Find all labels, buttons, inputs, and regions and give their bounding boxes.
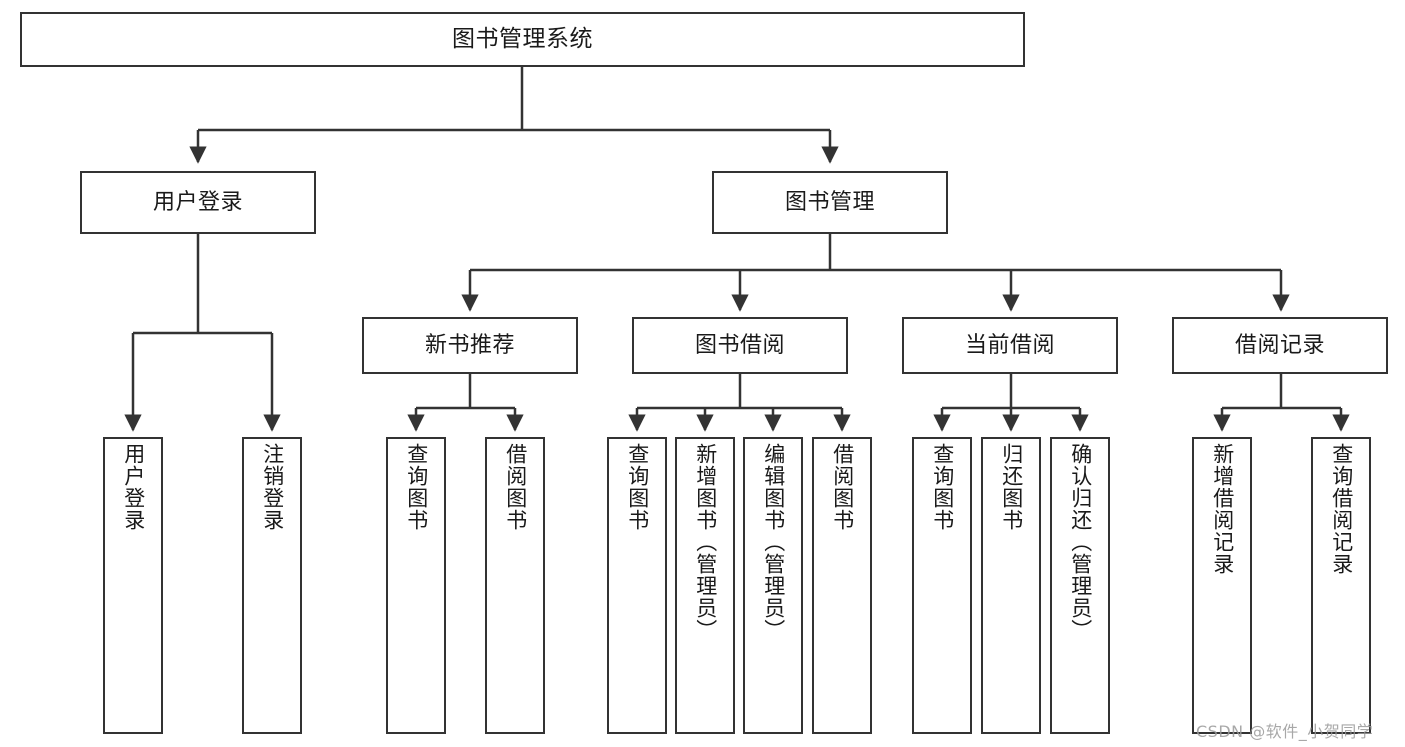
node-label: 注销登录 (260, 443, 285, 531)
node-label: 归还图书 (999, 443, 1024, 531)
node-book-management[interactable]: 图书管理 (712, 171, 948, 234)
leaf-query-book-borrow[interactable]: 查询图书 (607, 437, 667, 734)
node-label: 查询图书 (930, 443, 955, 531)
node-label: 新书推荐 (424, 332, 515, 358)
node-label: 图书借阅 (694, 332, 785, 358)
csdn-watermark: CSDN @软件_小贺同学 (1196, 722, 1374, 741)
leaf-return-book[interactable]: 归还图书 (981, 437, 1041, 734)
leaf-query-book-recommend[interactable]: 查询图书 (386, 437, 446, 734)
leaf-edit-book-admin[interactable]: 编辑图书（管理员） (743, 437, 803, 734)
node-label: 编辑图书（管理员） (761, 443, 786, 641)
node-new-book-recommend[interactable]: 新书推荐 (362, 317, 578, 374)
node-label: 图书管理系统 (452, 25, 593, 52)
leaf-borrow-book[interactable]: 借阅图书 (812, 437, 872, 734)
node-root-system[interactable]: 图书管理系统 (20, 12, 1025, 67)
node-label: 新增图书（管理员） (693, 443, 718, 641)
leaf-borrow-book-recommend[interactable]: 借阅图书 (485, 437, 545, 734)
leaf-user-login[interactable]: 用户登录 (103, 437, 163, 734)
node-label: 确认归还（管理员） (1068, 443, 1093, 641)
node-label: 查询图书 (404, 443, 429, 531)
leaf-add-book-admin[interactable]: 新增图书（管理员） (675, 437, 735, 734)
node-label: 借阅记录 (1234, 332, 1325, 358)
node-current-borrow[interactable]: 当前借阅 (902, 317, 1118, 374)
node-label: 借阅图书 (503, 443, 528, 531)
leaf-query-book-current[interactable]: 查询图书 (912, 437, 972, 734)
node-label: 查询图书 (625, 443, 650, 531)
leaf-add-borrow-record[interactable]: 新增借阅记录 (1192, 437, 1252, 734)
node-user-login[interactable]: 用户登录 (80, 171, 316, 234)
node-label: 借阅图书 (830, 443, 855, 531)
leaf-query-borrow-record[interactable]: 查询借阅记录 (1311, 437, 1371, 734)
leaf-confirm-return-admin[interactable]: 确认归还（管理员） (1050, 437, 1110, 734)
node-label: 查询借阅记录 (1329, 443, 1354, 575)
node-label: 新增借阅记录 (1210, 443, 1235, 575)
node-label: 图书管理 (784, 189, 875, 215)
node-label: 用户登录 (152, 189, 243, 215)
leaf-logout[interactable]: 注销登录 (242, 437, 302, 734)
node-book-borrow[interactable]: 图书借阅 (632, 317, 848, 374)
node-label: 当前借阅 (964, 332, 1055, 358)
node-label: 用户登录 (121, 443, 146, 531)
node-borrow-record[interactable]: 借阅记录 (1172, 317, 1388, 374)
